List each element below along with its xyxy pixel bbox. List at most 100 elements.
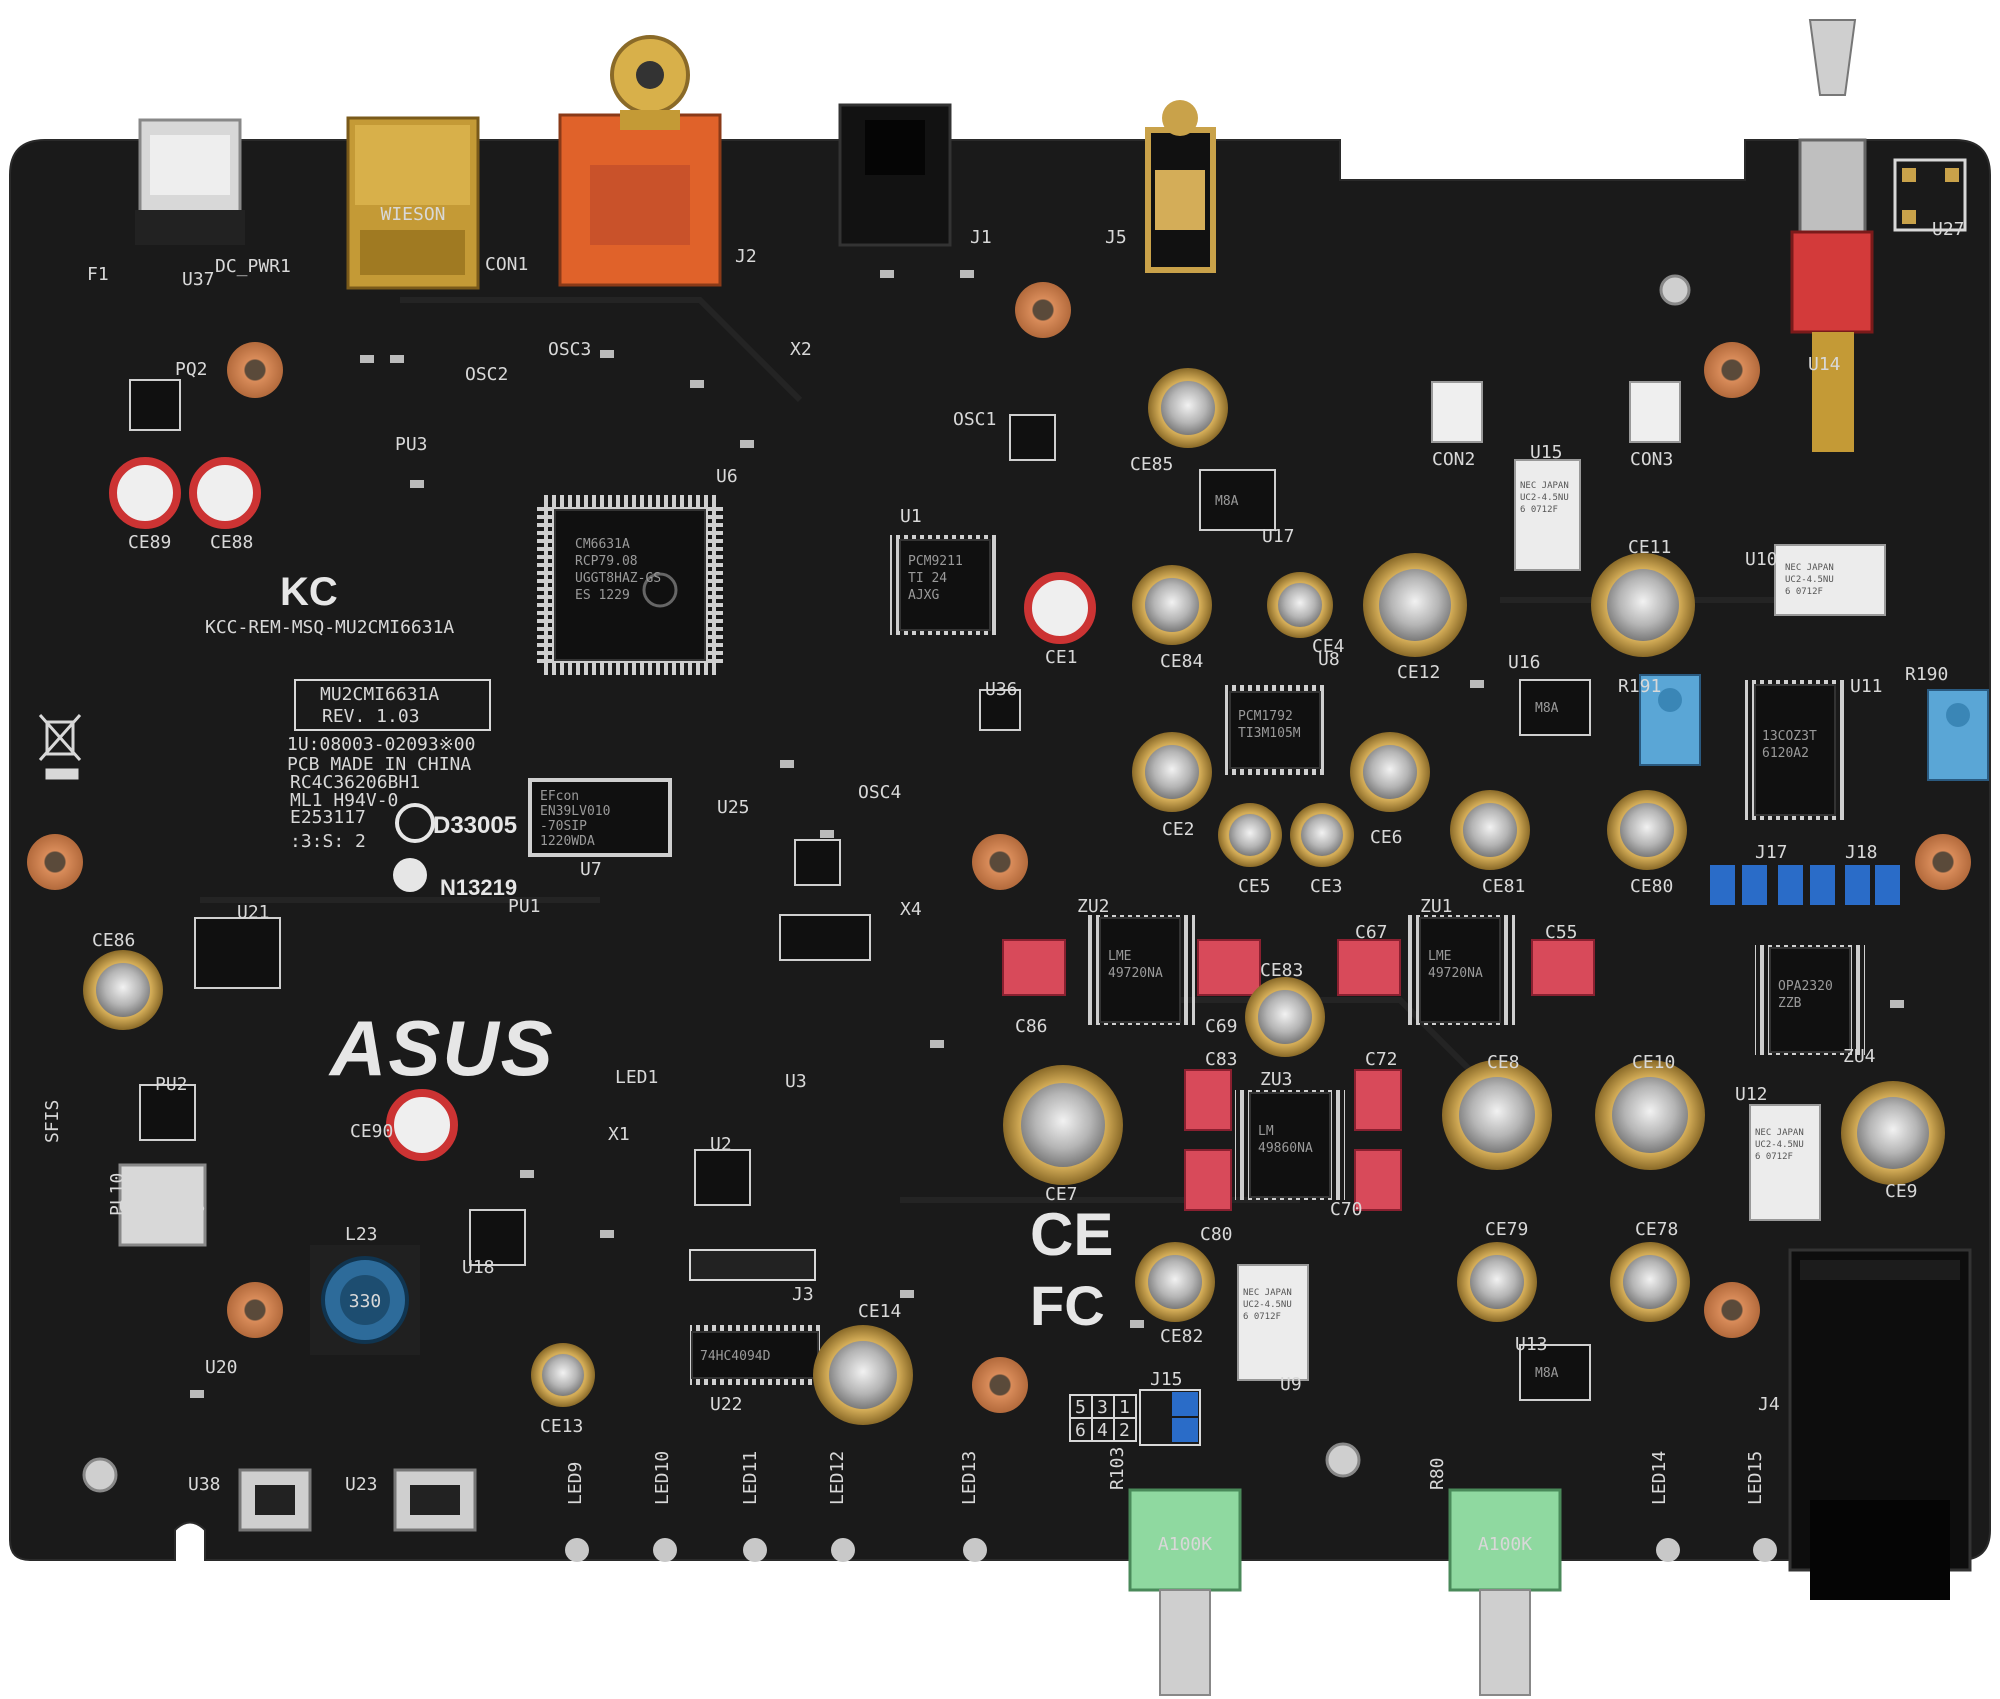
u11-line-1: 13COZ3T	[1762, 729, 1817, 744]
u7-line-4: 1220WDA	[540, 834, 595, 849]
label-led1: LED1	[615, 1067, 658, 1088]
j15-table: 5 3 1 6 4 2	[1069, 1394, 1137, 1442]
chip-u6	[537, 495, 723, 675]
label-ce80: CE80	[1630, 876, 1673, 897]
pot-r103-text: A100K	[1158, 1534, 1212, 1555]
label-ce1: CE1	[1045, 647, 1078, 668]
label-c86: C86	[1015, 1016, 1048, 1037]
weee-bin-icon	[38, 714, 82, 780]
label-x2: X2	[790, 339, 812, 360]
u8-line-1: PCM1792	[1238, 709, 1293, 724]
label-j17: J17	[1755, 842, 1788, 863]
j15-cell-6: 2	[1119, 1420, 1130, 1441]
u12-line-3: 6 0712F	[1755, 1152, 1793, 1162]
label-ce7: CE7	[1045, 1184, 1078, 1205]
rca-connector	[558, 35, 722, 287]
mounting-holes	[27, 274, 1971, 1493]
label-r80: R80	[1427, 1457, 1448, 1490]
label-u18: U18	[462, 1257, 495, 1278]
board-lot: RC4C36206BH1	[290, 772, 420, 793]
label-u37: U37	[182, 269, 215, 290]
label-r103: R103	[1107, 1447, 1128, 1490]
label-pu2: PU2	[155, 1074, 188, 1095]
u16-line-1: M8A	[1535, 701, 1559, 716]
label-pu1: PU1	[508, 896, 541, 917]
label-ce83: CE83	[1260, 960, 1303, 981]
potentiometer-r80	[1448, 1488, 1562, 1696]
u22-line-1: 74HC4094D	[700, 1349, 771, 1364]
label-c67: C67	[1355, 922, 1388, 943]
board-part-number: 1U:08003-02093※00	[287, 734, 475, 755]
zu2-line-2: 49720NA	[1108, 966, 1163, 981]
u6-line-2: RCP79.08	[575, 554, 638, 569]
label-ce9: CE9	[1885, 1181, 1918, 1202]
u10-line-1: NEC JAPAN	[1785, 563, 1834, 573]
u12-line-1: NEC JAPAN	[1755, 1128, 1804, 1138]
label-u22: U22	[710, 1394, 743, 1415]
u6-line-3: UGGT8HAZ-GS	[575, 571, 661, 586]
inductor-pl10: 6R8 046S	[118, 1163, 207, 1247]
inductor-l23: 330	[310, 1245, 420, 1355]
board-revision: REV. 1.03	[322, 706, 420, 727]
board-ul: ML1 H94V-0	[290, 790, 398, 811]
u7-line-2: EN39LV010	[540, 804, 610, 819]
jumper-block-j17-j18	[1710, 865, 1900, 905]
label-zu4: ZU4	[1843, 1046, 1876, 1067]
j15-cell-4: 6	[1075, 1420, 1086, 1441]
zu1-line-1: LME	[1428, 949, 1451, 964]
u15-line-3: 6 0712F	[1520, 505, 1558, 515]
chip-u8	[1225, 685, 1325, 775]
zu4-line-2: ZZB	[1778, 996, 1802, 1011]
film-capacitors	[1002, 939, 1595, 1211]
board-model: MU2CMI6631A	[320, 684, 439, 705]
asus-logo: ASUS	[328, 1004, 555, 1092]
con2-header	[1431, 381, 1483, 443]
label-r191: R191	[1618, 676, 1661, 697]
label-c55: C55	[1545, 922, 1578, 943]
board-made-in: PCB MADE IN CHINA	[287, 754, 471, 775]
con3-header	[1629, 381, 1681, 443]
label-ce2: CE2	[1162, 819, 1195, 840]
label-u13: U13	[1515, 1334, 1548, 1355]
label-ce4: CE4	[1312, 636, 1345, 657]
label-ce81: CE81	[1482, 876, 1525, 897]
label-c69: C69	[1205, 1016, 1238, 1037]
label-ce11: CE11	[1628, 537, 1671, 558]
j15-cell-1: 5	[1075, 1397, 1086, 1418]
inductor-pl10-text: 6R8 046S	[119, 1196, 206, 1217]
kcc-code: KCC-REM-MSQ-MU2CMI6631A	[205, 617, 454, 638]
u9-line-2: UC2-4.5NU	[1243, 1300, 1292, 1310]
button-u38	[238, 1468, 312, 1532]
label-led15: LED15	[1745, 1451, 1766, 1505]
ce-mark: CE	[1030, 1201, 1113, 1268]
relay-u12	[1749, 1104, 1821, 1221]
u15-line-2: UC2-4.5NU	[1520, 493, 1569, 503]
label-ce85: CE85	[1130, 454, 1173, 475]
relay-u15	[1514, 459, 1581, 571]
u6-line-4: ES 1229	[575, 588, 630, 603]
label-ce78: CE78	[1635, 1219, 1678, 1240]
zu4-line-1: OPA2320	[1778, 979, 1833, 994]
chip-u11	[1745, 680, 1845, 820]
label-u2: U2	[710, 1134, 732, 1155]
j15-cell-5: 4	[1097, 1420, 1108, 1441]
label-ce82: CE82	[1160, 1326, 1203, 1347]
label-j1: J1	[970, 227, 992, 248]
label-ce8: CE8	[1487, 1052, 1520, 1073]
label-osc3: OSC3	[548, 339, 591, 360]
label-u11: U11	[1850, 676, 1883, 697]
trimmer-r190	[1927, 689, 1989, 781]
label-ce89: CE89	[128, 532, 171, 553]
zu3-line-1: LM	[1258, 1124, 1274, 1139]
zu1-line-2: 49720NA	[1428, 966, 1483, 981]
label-x4: X4	[900, 899, 922, 920]
label-u17: U17	[1262, 526, 1295, 547]
label-con2: CON2	[1432, 449, 1475, 470]
u1-line-3: AJXG	[908, 588, 939, 603]
small-ics	[129, 379, 1591, 1401]
board-info: MU2CMI6631A REV. 1.03 1U:08003-02093※00 …	[287, 679, 517, 900]
u12-line-2: UC2-4.5NU	[1755, 1140, 1804, 1150]
led-row	[565, 1538, 1777, 1562]
label-u12: U12	[1735, 1084, 1768, 1105]
fc-mark: FC	[1030, 1274, 1105, 1337]
